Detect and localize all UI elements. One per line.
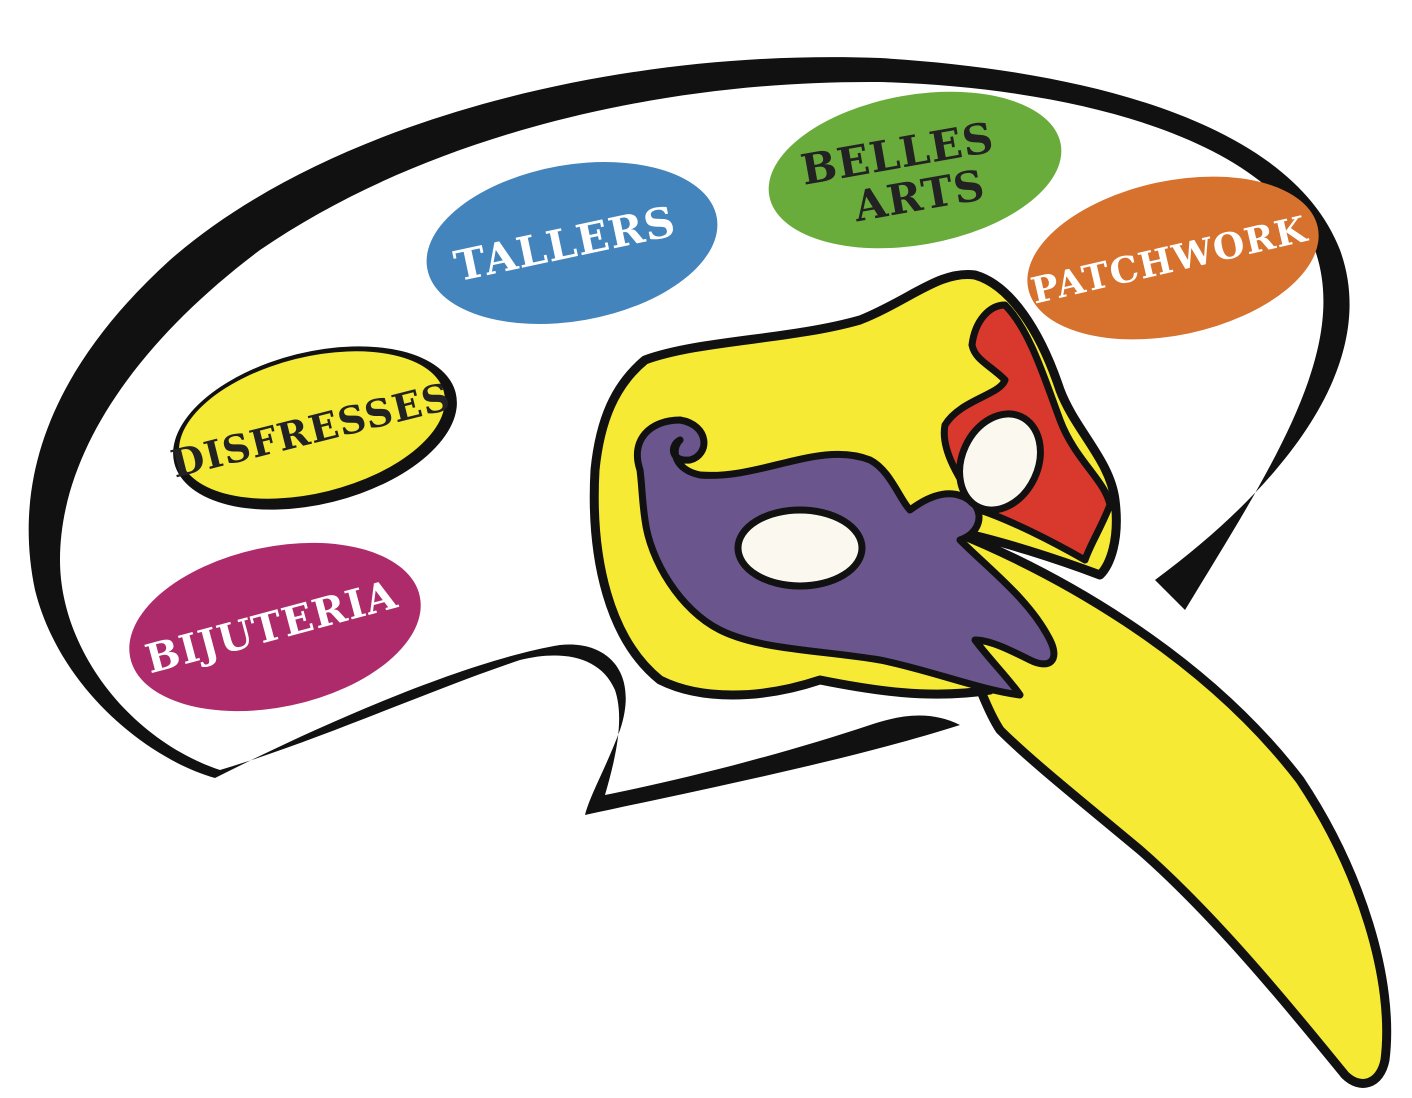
- speech-bubble-icon: [28, 57, 1350, 816]
- tag-disfresses: DISFRESSES: [166, 346, 457, 510]
- tag-tallers: TALLERS: [426, 162, 718, 324]
- tag-bijuteria: BIJUTERIA: [129, 542, 421, 712]
- tag-patchwork: PATCHWORK: [1027, 176, 1319, 340]
- carnival-beak-mask-icon: [589, 269, 1392, 1088]
- tag-belles-arts: BELLES ARTS: [768, 91, 1062, 249]
